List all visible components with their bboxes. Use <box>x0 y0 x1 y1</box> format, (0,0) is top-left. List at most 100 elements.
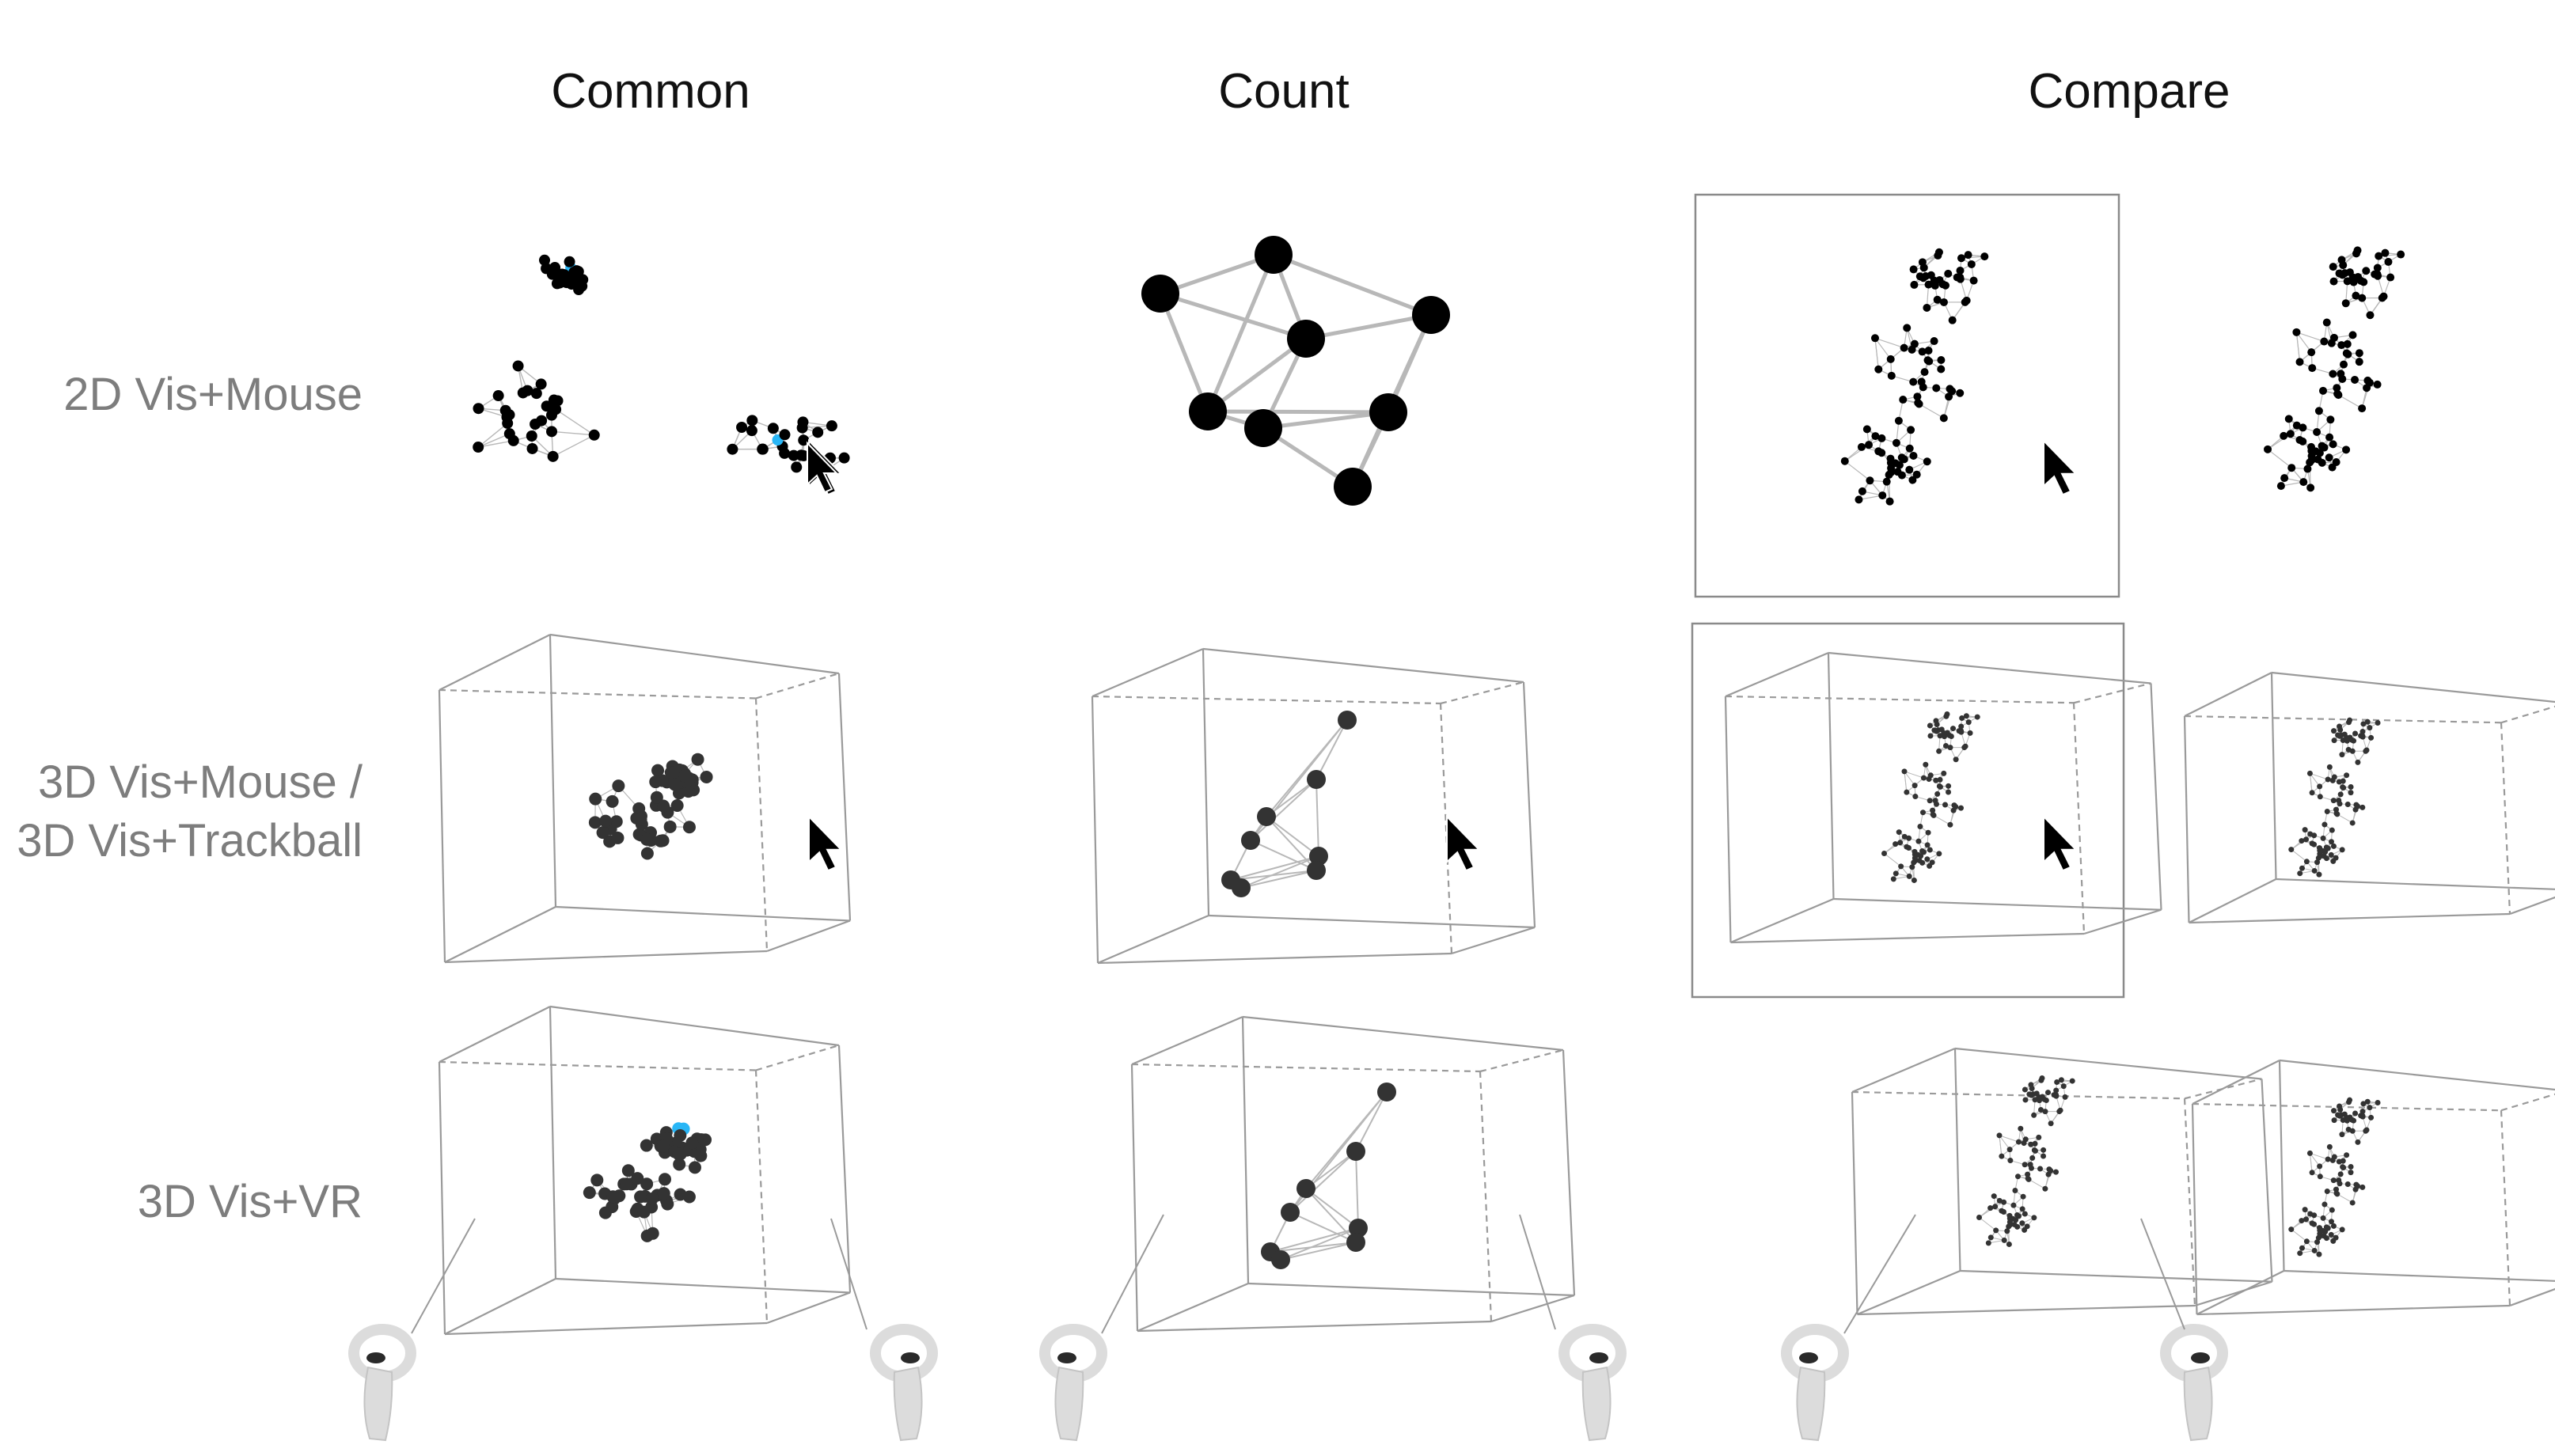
row-3d <box>438 622 2555 999</box>
graph-node <box>590 1174 604 1187</box>
graph-node <box>1947 745 1953 751</box>
controller-button <box>1057 1352 1076 1363</box>
box-edge <box>837 673 852 921</box>
graph-node <box>2022 1211 2028 1217</box>
graph-node <box>2330 1238 2337 1244</box>
graph-node <box>788 449 799 461</box>
compare-panel-frame <box>1694 193 2120 598</box>
graph-node <box>2264 445 2272 453</box>
graph-node <box>2326 415 2335 424</box>
graph-node <box>2031 1112 2037 1118</box>
graph-edge <box>1206 336 1308 414</box>
box-edge <box>2509 1287 2555 1307</box>
graph-node <box>2311 1221 2318 1227</box>
graph-node <box>1907 426 1915 434</box>
graph-node <box>1933 777 1939 783</box>
graph-node <box>502 417 514 429</box>
graph-node <box>2299 437 2307 446</box>
graph-node <box>1934 791 1941 797</box>
box-edge <box>1247 1282 1575 1297</box>
box-edge <box>2509 896 2555 916</box>
graph-node <box>2311 832 2318 839</box>
graph-node <box>1905 465 1914 474</box>
graph-node <box>2337 801 2343 807</box>
graph-node <box>1992 1204 1999 1210</box>
graph-node <box>668 778 681 791</box>
graph-node <box>1912 470 1921 479</box>
controller-grip <box>893 1366 923 1442</box>
graph-node <box>1882 477 1891 486</box>
box-edge <box>444 1278 556 1335</box>
graph-node <box>779 429 791 441</box>
graph-edge <box>1160 252 1274 296</box>
cursor-shape <box>2043 814 2079 872</box>
graph-node <box>1910 280 1919 289</box>
graph-node <box>2028 1141 2034 1147</box>
graph-node <box>492 390 504 402</box>
mouse-cursor-icon <box>2043 438 2079 496</box>
graph-node <box>536 415 548 427</box>
box-edge <box>1725 651 1829 698</box>
graph-node <box>1918 853 1924 859</box>
network-graph <box>2288 1097 2381 1257</box>
graph-node <box>2060 1083 2067 1090</box>
graph-node <box>609 815 623 828</box>
graph-node <box>1967 260 1976 268</box>
graph-node <box>2320 835 2326 841</box>
network-graph <box>1976 1075 2075 1247</box>
graph-node <box>2397 250 2405 259</box>
graph-node <box>1926 776 1932 783</box>
graph-node <box>2362 267 2371 275</box>
graph-node <box>2303 464 2312 473</box>
graph-node <box>2328 1231 2334 1238</box>
graph-node <box>583 1186 596 1200</box>
graph-node <box>1916 857 1923 863</box>
graph-edge <box>1266 816 1317 871</box>
box-edge <box>2083 908 2162 935</box>
graph-node <box>2318 442 2326 450</box>
box-edge <box>1091 696 1099 964</box>
graph-node <box>1877 434 1886 442</box>
graph-node <box>2317 1163 2323 1170</box>
graph-node <box>611 831 625 844</box>
graph-node <box>1920 775 1927 781</box>
graph-edge <box>1999 1135 2010 1150</box>
graph-node <box>2359 734 2366 740</box>
box-edge <box>1137 1282 1249 1333</box>
graph-node <box>1349 1219 1368 1238</box>
graph-edge <box>2291 1229 2307 1242</box>
graph-node <box>640 832 654 846</box>
box-edge <box>1097 952 1452 965</box>
graph-node <box>2019 1220 2025 1227</box>
graph-node <box>791 461 803 473</box>
box-edge <box>549 1005 840 1047</box>
graph-node <box>2062 1094 2068 1100</box>
graph-node <box>1906 873 1912 879</box>
box-edge <box>2191 1103 2198 1315</box>
graph-node <box>682 1190 696 1204</box>
graph-node <box>1241 831 1260 850</box>
graph-node <box>2333 389 2342 398</box>
graph-node <box>546 426 558 438</box>
box-edge <box>438 634 551 691</box>
graph-node <box>2006 1241 2012 1247</box>
box-edge <box>755 672 840 700</box>
graph-node <box>2347 1097 2353 1103</box>
box-edge <box>444 1321 768 1336</box>
graph-node <box>2344 737 2350 744</box>
count-graph <box>1221 711 1357 897</box>
box-edge <box>1440 681 1524 705</box>
graph-edge <box>1315 779 1319 857</box>
3d-bounding-box <box>1724 651 2162 944</box>
graph-node <box>2349 748 2356 754</box>
graph-node <box>1865 441 1874 449</box>
graph-node <box>1920 368 1929 377</box>
graph-edge <box>1158 293 1210 412</box>
network-graph <box>473 254 850 479</box>
graph-node <box>2317 1174 2323 1180</box>
graph-node <box>1914 399 1923 408</box>
graph-node <box>2335 269 2344 278</box>
graph-node <box>2343 339 2352 348</box>
graph-node <box>2340 1164 2346 1170</box>
graph-node <box>621 1164 635 1177</box>
